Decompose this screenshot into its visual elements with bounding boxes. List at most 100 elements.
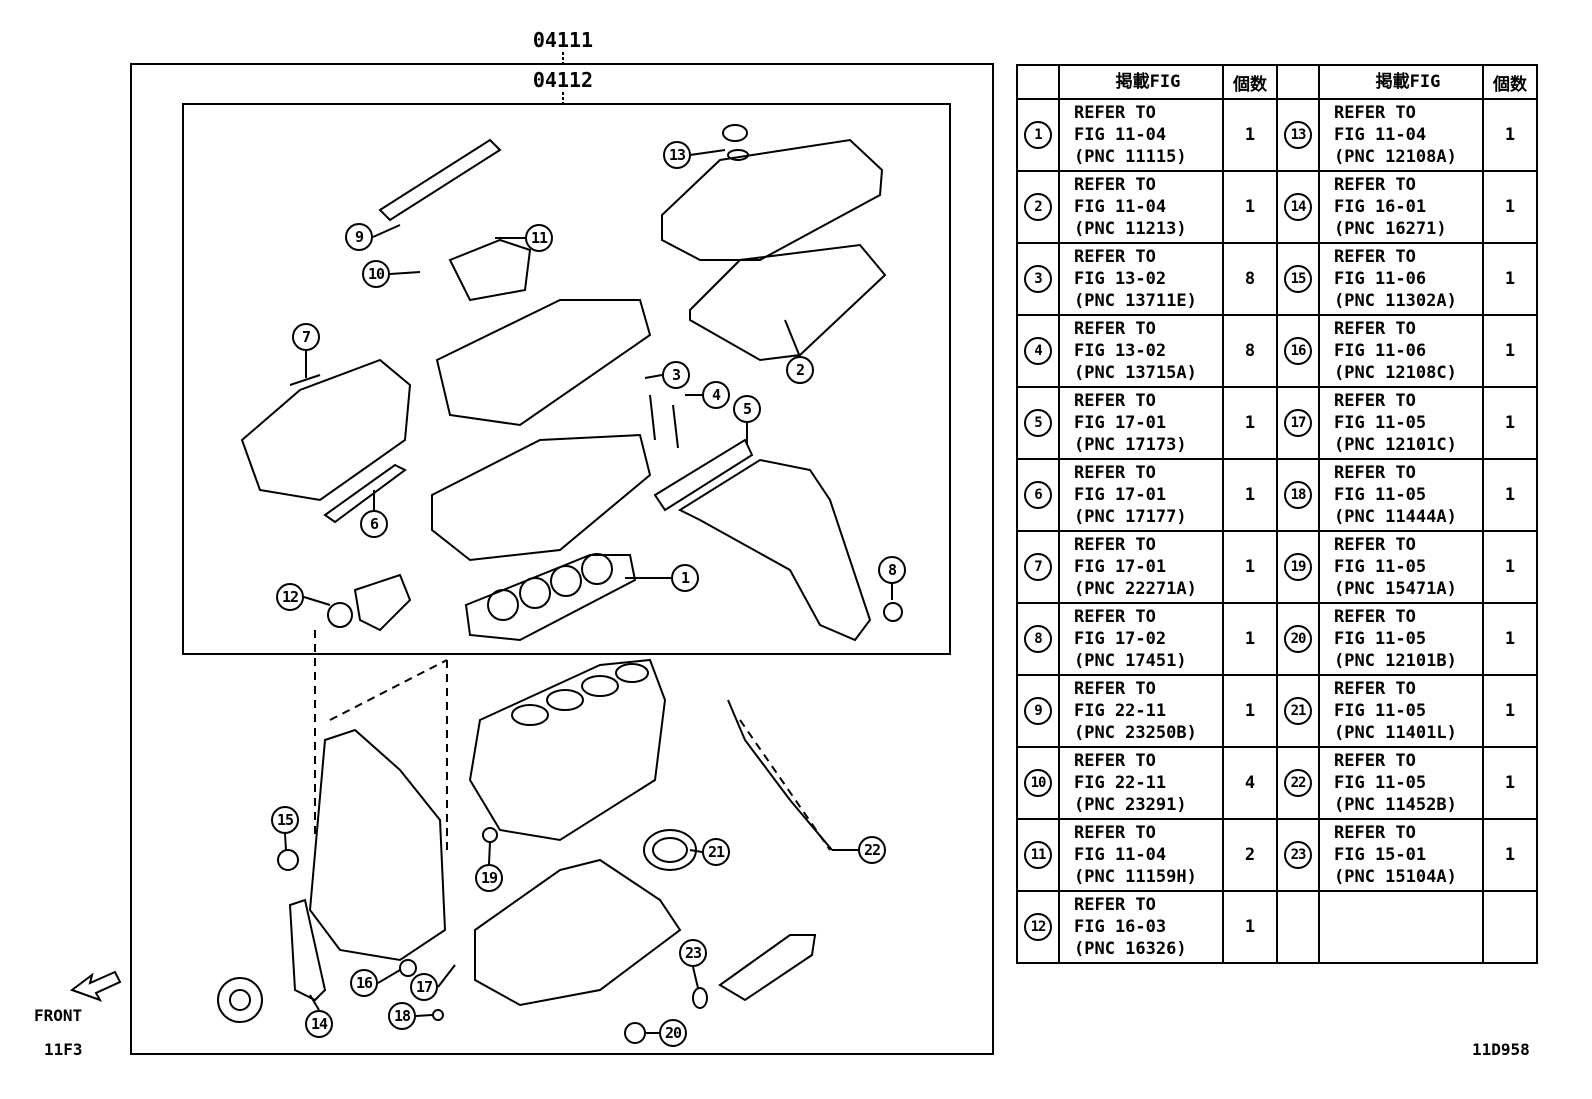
fig-number[interactable]: FIG 11-04 [1074,197,1167,217]
quantity: 1 [1222,530,1278,604]
pnc-number: (PNC 23250B) [1074,723,1197,743]
callout-4[interactable]: 4 [702,381,730,409]
item-number-badge[interactable]: 19 [1284,553,1312,581]
fig-number[interactable]: FIG 11-04 [1334,125,1427,145]
item-number-badge[interactable]: 15 [1284,265,1312,293]
item-number-badge[interactable]: 13 [1284,121,1312,149]
pnc-number: (PNC 11115) [1074,147,1187,167]
item-number-badge[interactable]: 22 [1284,769,1312,797]
quantity-value: 1 [1504,341,1516,361]
item-number-badge[interactable]: 9 [1024,697,1052,725]
fig-number[interactable]: FIG 11-05 [1334,557,1427,577]
pnc-number: (PNC 11302A) [1334,291,1457,311]
refer-to: REFER TO [1074,607,1156,627]
callout-19[interactable]: 19 [475,864,503,892]
fig-number[interactable]: FIG 13-02 [1074,269,1167,289]
item-number-badge[interactable]: 3 [1024,265,1052,293]
fig-number[interactable]: FIG 17-01 [1074,557,1167,577]
fig-number[interactable]: FIG 17-01 [1074,413,1167,433]
fig-number[interactable]: FIG 13-02 [1074,341,1167,361]
item-number: 20 [1276,602,1320,676]
quantity: 1 [1222,890,1278,964]
fig-number[interactable]: FIG 17-02 [1074,629,1167,649]
fig-number[interactable]: FIG 11-05 [1334,701,1427,721]
callout-8[interactable]: 8 [878,556,906,584]
fig-number[interactable]: FIG 11-05 [1334,413,1427,433]
fig-number[interactable]: FIG 11-05 [1334,773,1427,793]
fig-number[interactable]: FIG 11-05 [1334,485,1427,505]
fig-number[interactable]: FIG 15-01 [1334,845,1427,865]
callout-22[interactable]: 22 [858,836,886,864]
callout-17[interactable]: 17 [410,973,438,1001]
item-number-badge[interactable]: 18 [1284,481,1312,509]
callout-15[interactable]: 15 [271,806,299,834]
callout-23[interactable]: 23 [679,939,707,967]
item-number-badge[interactable]: 5 [1024,409,1052,437]
camshaft-housing [435,299,652,427]
quantity-value: 1 [1244,413,1256,433]
callout-20[interactable]: 20 [659,1019,687,1047]
oil-pan [474,858,682,1007]
exhaust-manifold [677,458,872,642]
callout-14[interactable]: 14 [305,1010,333,1038]
fig-number[interactable]: FIG 11-06 [1334,269,1427,289]
callout-1[interactable]: 1 [671,564,699,592]
callout-13[interactable]: 13 [663,141,691,169]
item-number-badge[interactable]: 7 [1024,553,1052,581]
quantity-value: 8 [1244,341,1256,361]
callout-9[interactable]: 9 [345,223,373,251]
callout-21[interactable]: 21 [702,838,730,866]
item-number-badge[interactable]: 14 [1284,193,1312,221]
item-number-badge[interactable]: 20 [1284,625,1312,653]
cylinder-block [468,658,667,842]
item-number-badge[interactable]: 12 [1024,913,1052,941]
refer-to: REFER TO [1334,679,1416,699]
item-number-badge[interactable]: 2 [1024,193,1052,221]
fig-number[interactable]: FIG 22-11 [1074,701,1167,721]
quantity-value: 1 [1504,197,1516,217]
fig-number[interactable]: FIG 11-06 [1334,341,1427,361]
callout-12[interactable]: 12 [276,583,304,611]
callout-7[interactable]: 7 [292,323,320,351]
callout-2[interactable]: 2 [786,356,814,384]
item-number-badge[interactable]: 6 [1024,481,1052,509]
fig-number[interactable]: FIG 11-04 [1074,845,1167,865]
col-qty-header: 個数 [1222,64,1278,100]
fig-number[interactable]: FIG 16-01 [1334,197,1427,217]
quantity: 1 [1482,458,1538,532]
callout-10[interactable]: 10 [362,260,390,288]
item-number-badge[interactable]: 23 [1284,841,1312,869]
quantity: 1 [1222,386,1278,460]
quantity-value: 1 [1244,557,1256,577]
item-number-badge[interactable]: 10 [1024,769,1052,797]
quantity: 1 [1222,674,1278,748]
callout-18[interactable]: 18 [388,1002,416,1030]
illustration-code: 11D958 [1472,1040,1530,1059]
callout-3[interactable]: 3 [662,361,690,389]
cylinder-head [431,433,652,562]
item-number-badge[interactable]: 4 [1024,337,1052,365]
item-number-badge[interactable]: 1 [1024,121,1052,149]
item-number: 3 [1016,242,1060,316]
item-number-badge[interactable]: 17 [1284,409,1312,437]
item-number-badge[interactable]: 16 [1284,337,1312,365]
callout-6[interactable]: 6 [360,510,388,538]
callout-11[interactable]: 11 [525,224,553,252]
callout-16[interactable]: 16 [350,969,378,997]
item-number: 11 [1016,818,1060,892]
fig-number[interactable]: FIG 11-05 [1334,629,1427,649]
fig-number[interactable]: FIG 22-11 [1074,773,1167,793]
fig-number[interactable]: FIG 17-01 [1074,485,1167,505]
intake-manifold [240,358,412,502]
item-number-badge[interactable]: 8 [1024,625,1052,653]
callout-5[interactable]: 5 [733,395,761,423]
refer-to: REFER TO [1334,319,1416,339]
item-number-badge[interactable]: 21 [1284,697,1312,725]
fig-number[interactable]: FIG 16-03 [1074,917,1167,937]
fig-number[interactable]: FIG 11-04 [1074,125,1167,145]
item-number-badge[interactable]: 11 [1024,841,1052,869]
